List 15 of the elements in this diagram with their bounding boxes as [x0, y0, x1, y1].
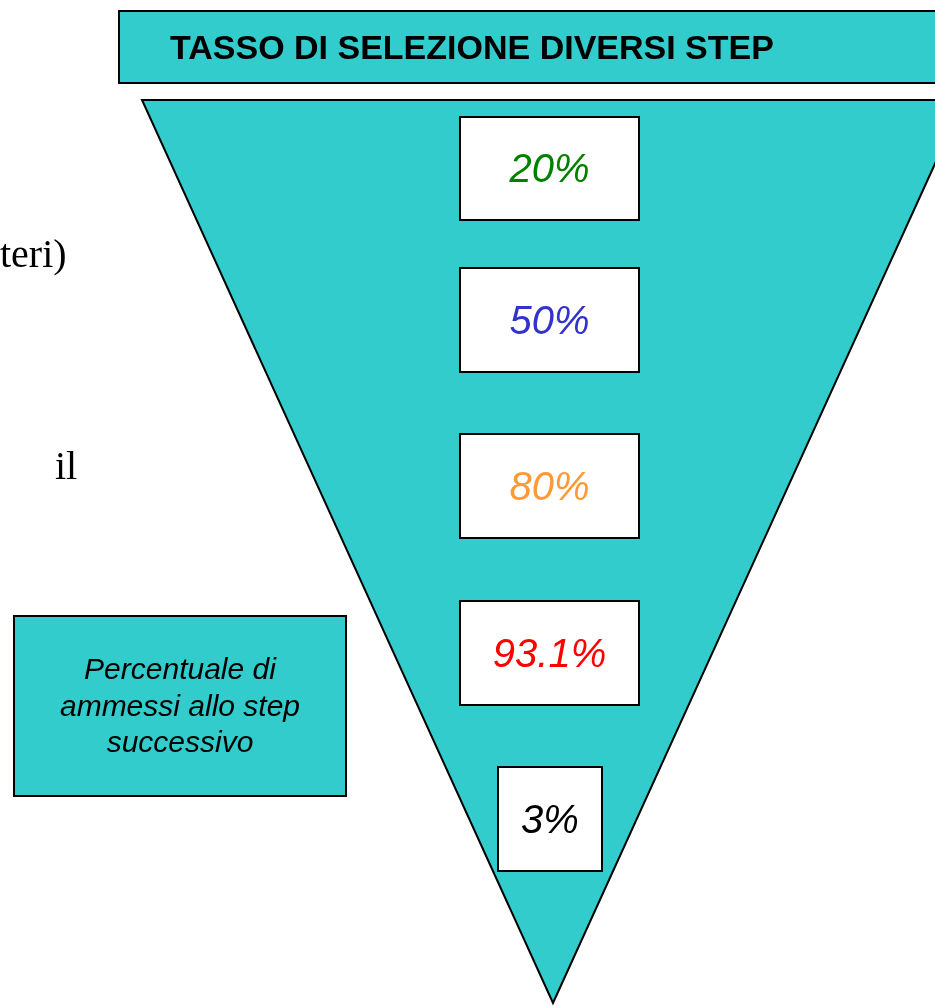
percentage-value: 93.1% — [492, 630, 607, 676]
text-fragment: il — [55, 442, 78, 489]
text-fragment: teri) — [0, 230, 67, 277]
percentage-value: 3% — [521, 796, 579, 842]
percentage-box — [459, 600, 640, 706]
percentage-box — [459, 433, 640, 539]
percentage-value: 50% — [509, 297, 590, 343]
percentage-value: 20% — [509, 146, 590, 191]
title: TASSO DI SELEZIONE DIVERSI STEP — [170, 27, 774, 67]
note-box — [13, 615, 347, 797]
note-text: Percentuale di ammessi allo step successivo — [58, 651, 302, 761]
percentage-box — [459, 116, 640, 221]
percentage-value: 80% — [509, 463, 590, 509]
percentage-box — [459, 267, 640, 373]
percentage-box — [497, 766, 603, 872]
